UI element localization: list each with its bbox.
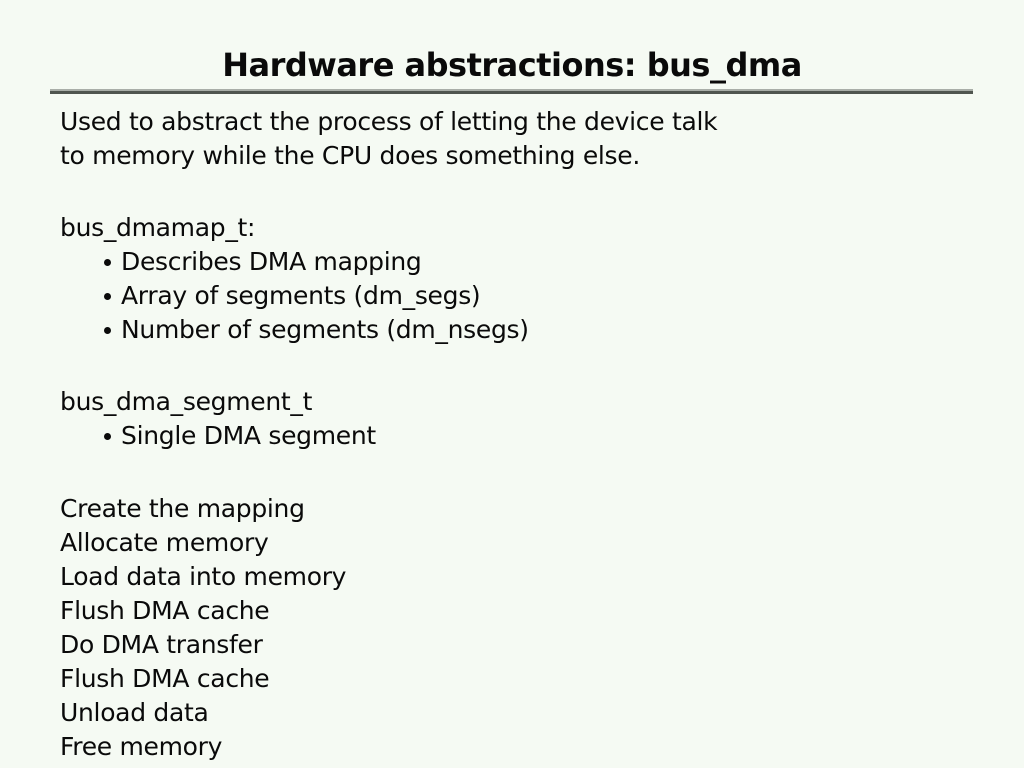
intro-line: Used to abstract the process of letting …: [60, 107, 718, 136]
bullet-dot-icon: [104, 432, 111, 440]
step-item: Flush DMA cache: [60, 596, 270, 625]
bullet-label: Number of segments (dm_nsegs): [121, 315, 529, 344]
bullet-label: Single DMA segment: [121, 421, 376, 450]
bullet-dot-icon: [104, 326, 111, 334]
title-divider-rule: [50, 89, 973, 94]
section-heading: bus_dmamap_t:: [60, 213, 256, 242]
bullet-list: Describes DMA mapping Array of segments …: [60, 245, 1024, 347]
step-item: Flush DMA cache: [60, 664, 270, 693]
bullet-item: Array of segments (dm_segs): [60, 279, 1024, 313]
step-item: Do DMA transfer: [60, 630, 263, 659]
step-item: Allocate memory: [60, 528, 269, 557]
bullet-dot-icon: [104, 258, 111, 266]
section-bus-dma-segment: bus_dma_segment_t Single DMA segment: [60, 385, 1024, 453]
bullet-item: Number of segments (dm_nsegs): [60, 313, 1024, 347]
bullet-dot-icon: [104, 292, 111, 300]
slide-title: Hardware abstractions: bus_dma: [222, 46, 802, 84]
steps-list: Create the mapping Allocate memory Load …: [60, 492, 1024, 764]
bullet-label: Describes DMA mapping: [121, 247, 422, 276]
intro-paragraph: Used to abstract the process of letting …: [60, 105, 1024, 173]
section-bus-dmamap: bus_dmamap_t: Describes DMA mapping Arra…: [60, 211, 1024, 347]
intro-line: to memory while the CPU does something e…: [60, 141, 641, 170]
bullet-item: Describes DMA mapping: [60, 245, 1024, 279]
bullet-list: Single DMA segment: [60, 419, 1024, 453]
step-item: Unload data: [60, 698, 209, 727]
section-heading: bus_dma_segment_t: [60, 387, 313, 416]
step-item: Free memory: [60, 732, 223, 761]
bullet-item: Single DMA segment: [60, 419, 1024, 453]
step-item: Load data into memory: [60, 562, 347, 591]
bullet-label: Array of segments (dm_segs): [121, 281, 481, 310]
step-item: Create the mapping: [60, 494, 305, 523]
